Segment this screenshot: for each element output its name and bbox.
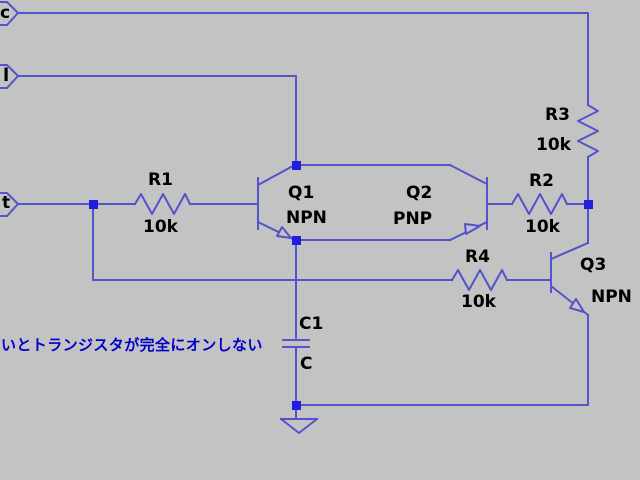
q2-value-label[interactable]: PNP: [393, 209, 433, 229]
port-label-2[interactable]: l: [3, 65, 10, 86]
transistor-q2-symbol[interactable]: [448, 163, 489, 242]
junction-dot[interactable]: [292, 236, 301, 245]
r1-value-label[interactable]: 10k: [143, 217, 178, 237]
port-flag-3[interactable]: [0, 192, 19, 217]
r4-value-label[interactable]: 10k: [461, 292, 496, 312]
port-flag-2[interactable]: [0, 64, 19, 89]
junction-dot[interactable]: [89, 200, 98, 209]
r3-ref-label[interactable]: R3: [545, 105, 570, 125]
wire-segment[interactable]: [17, 75, 297, 162]
capacitor-c1-symbol[interactable]: [282, 339, 310, 348]
port-label-3[interactable]: t: [2, 193, 11, 213]
q3-ref-label[interactable]: Q3: [580, 255, 607, 275]
q1-ref-label[interactable]: Q1: [288, 183, 315, 203]
r3-value-label[interactable]: 10k: [536, 135, 571, 155]
r2-ref-label[interactable]: R2: [529, 171, 554, 191]
q2-ref-label[interactable]: Q2: [406, 183, 433, 203]
wire-segment[interactable]: [17, 12, 589, 106]
wire-segment[interactable]: [299, 314, 589, 406]
q3-value-label[interactable]: NPN: [591, 287, 632, 307]
q1-value-label[interactable]: NPN: [286, 208, 327, 228]
transistor-q1-symbol[interactable]: [256, 164, 295, 241]
junction-dot[interactable]: [292, 161, 301, 170]
ground-symbol[interactable]: [279, 408, 319, 434]
port-label-1[interactable]: c: [0, 3, 11, 23]
junction-dot[interactable]: [584, 200, 593, 209]
transistor-q3-symbol[interactable]: [549, 241, 590, 317]
resistor-r4-symbol[interactable]: [450, 269, 509, 291]
c1-value-label[interactable]: C: [300, 354, 313, 374]
r2-value-label[interactable]: 10k: [525, 217, 560, 237]
junction-dot[interactable]: [292, 401, 301, 410]
resistor-r1-symbol[interactable]: [133, 193, 192, 215]
resistor-r2-symbol[interactable]: [510, 193, 569, 215]
wire-segment[interactable]: [92, 207, 453, 281]
port-flag-1[interactable]: [0, 1, 19, 26]
r1-ref-label[interactable]: R1: [148, 170, 173, 190]
c1-ref-label[interactable]: C1: [299, 314, 324, 334]
resistor-r3-symbol[interactable]: [577, 103, 599, 159]
r4-ref-label[interactable]: R4: [465, 247, 490, 267]
comment-text[interactable]: いとトランジスタが完全にオンしない: [1, 336, 263, 354]
